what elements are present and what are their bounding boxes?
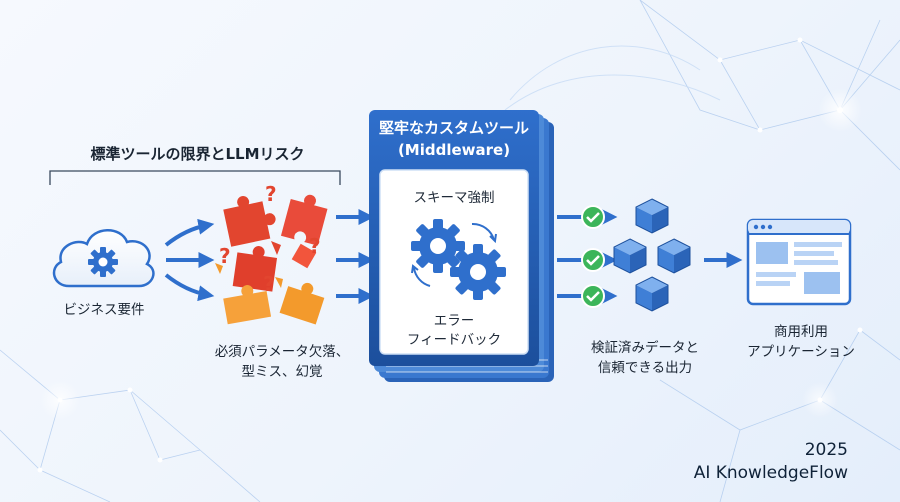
validated-arrows xyxy=(557,205,618,308)
footer-year: 2025 xyxy=(804,440,848,460)
final-arrow xyxy=(704,252,743,268)
svg-text:?: ? xyxy=(219,244,231,268)
source-label: ビジネス要件 xyxy=(63,302,145,318)
svg-text:?: ? xyxy=(309,234,321,258)
output-label-line1: 検証済みデータと xyxy=(591,340,699,356)
middleware-title-line2: (Middleware) xyxy=(397,141,511,159)
middleware-title-line1: 堅牢なカスタムツール xyxy=(378,119,529,137)
validated-cubes-icon xyxy=(613,198,691,312)
schema-label: スキーマ強制 xyxy=(413,190,495,206)
footer-brand: AI KnowledgeFlow xyxy=(693,463,848,483)
browser-window-icon xyxy=(746,218,852,306)
cloud-gear-icon xyxy=(52,229,155,288)
left-group-title: 標準ツールの限界とLLMリスク xyxy=(90,145,305,163)
svg-text:?: ? xyxy=(265,185,277,206)
input-arrows xyxy=(336,209,375,304)
svg-text:?: ? xyxy=(263,272,275,296)
risks-label-line1: 必須パラメータ欠落、 xyxy=(214,344,350,360)
output-label-line2: 信頼できる出力 xyxy=(597,360,693,376)
left-group-bracket xyxy=(49,170,341,185)
gears-icon xyxy=(411,219,506,300)
fanout-arrows xyxy=(164,218,215,302)
risks-label-line2: 型ミス、幻覚 xyxy=(241,364,323,380)
application-label-line1: 商用利用 xyxy=(774,324,828,340)
broken-puzzle-icon: ? ? ? ? xyxy=(215,185,328,325)
application-label-line2: アプリケーション xyxy=(747,344,855,360)
feedback-label-line1: エラー xyxy=(433,313,475,329)
feedback-label-line2: フィードバック xyxy=(406,332,502,348)
